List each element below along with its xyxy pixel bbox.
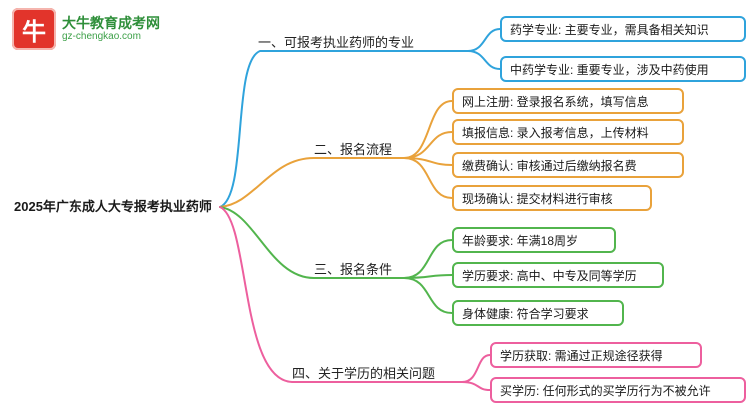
leaf-node[interactable]: 年龄要求: 年满18周岁	[452, 227, 616, 253]
leaf-node[interactable]: 买学历: 任何形式的买学历行为不被允许	[490, 377, 746, 403]
leaf-node[interactable]: 现场确认: 提交材料进行审核	[452, 185, 652, 211]
leaf-node[interactable]: 药学专业: 主要专业，需具备相关知识	[500, 16, 746, 42]
branch-2-label[interactable]: 二、报名流程	[314, 142, 393, 157]
branch-1-label[interactable]: 一、可报考执业药师的专业	[258, 35, 415, 50]
site-url: gz-chengkao.com	[62, 31, 141, 43]
branch-4-label[interactable]: 四、关于学历的相关问题	[292, 366, 436, 381]
leaf-node[interactable]: 中药学专业: 重要专业，涉及中药使用	[500, 56, 746, 82]
branch-3-label[interactable]: 三、报名条件	[314, 262, 393, 277]
leaf-node[interactable]: 学历要求: 高中、中专及同等学历	[452, 262, 664, 288]
leaf-node[interactable]: 学历获取: 需通过正规途径获得	[490, 342, 702, 368]
logo-bull-icon: 牛	[12, 8, 56, 50]
leaf-node[interactable]: 填报信息: 录入报考信息，上传材料	[452, 119, 684, 145]
logo-text: 大牛教育成考网 gz-chengkao.com	[62, 15, 160, 43]
leaf-node[interactable]: 身体健康: 符合学习要求	[452, 300, 624, 326]
leaf-node[interactable]: 网上注册: 登录报名系统，填写信息	[452, 88, 684, 114]
leaf-node[interactable]: 缴费确认: 审核通过后缴纳报名费	[452, 152, 684, 178]
root-node[interactable]: 2025年广东成人大专报考执业药师	[14, 199, 212, 214]
site-logo[interactable]: 牛 大牛教育成考网 gz-chengkao.com	[12, 8, 160, 50]
site-name: 大牛教育成考网	[62, 15, 160, 32]
